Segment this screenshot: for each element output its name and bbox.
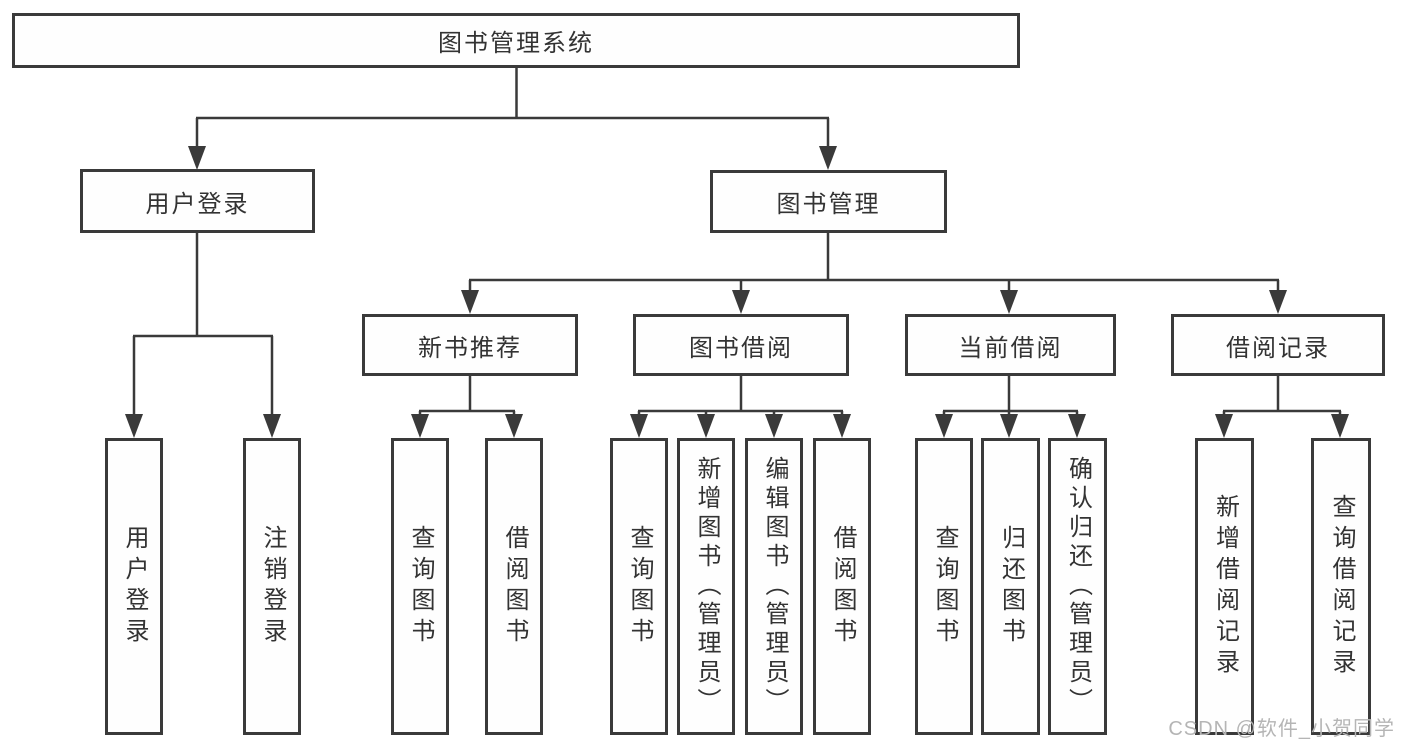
- arrowhead: [263, 414, 281, 438]
- leaf-borrow-book-2-label: 借阅图书: [829, 524, 856, 649]
- leaf-confirm-return-admin-label: 确认归还（管理员）: [1064, 456, 1092, 717]
- leaf-return-book-label: 归还图书: [997, 524, 1025, 649]
- arrowhead: [1068, 414, 1086, 438]
- leaf-logout: 注销登录: [243, 438, 301, 735]
- leaf-search-book-3: 查询图书: [915, 438, 973, 735]
- leaf-user-login: 用户登录: [105, 438, 163, 735]
- arrowhead: [461, 290, 479, 314]
- node-borrow-records: 借阅记录: [1171, 314, 1385, 376]
- leaf-add-borrow-record: 新增借阅记录: [1195, 438, 1254, 735]
- leaf-edit-book-admin-label: 编辑图书（管理员）: [761, 456, 788, 717]
- arrowhead: [188, 146, 206, 170]
- arrowhead: [1215, 414, 1233, 438]
- arrowhead: [1269, 290, 1287, 314]
- arrowhead: [935, 414, 953, 438]
- leaf-search-book-2: 查询图书: [610, 438, 668, 735]
- leaf-borrow-book-2: 借阅图书: [813, 438, 871, 735]
- leaf-search-book-2-label: 查询图书: [626, 524, 653, 649]
- leaf-return-book: 归还图书: [981, 438, 1040, 735]
- leaf-borrow-book-1: 借阅图书: [485, 438, 543, 735]
- node-book-management-label: 图书管理: [776, 191, 881, 218]
- leaf-edit-book-admin: 编辑图书（管理员）: [745, 438, 803, 735]
- leaf-user-login-label: 用户登录: [121, 524, 148, 649]
- node-book-management: 图书管理: [710, 170, 947, 233]
- node-book-borrow: 图书借阅: [633, 314, 849, 376]
- arrowheads: [125, 146, 1349, 438]
- leaf-search-book-1: 查询图书: [391, 438, 449, 735]
- leaf-search-borrow-record-label: 查询借阅记录: [1328, 493, 1355, 680]
- node-borrow-records-label: 借阅记录: [1226, 334, 1330, 362]
- arrowhead: [505, 414, 523, 438]
- arrowhead: [1000, 290, 1018, 314]
- leaf-add-book-admin-label: 新增图书（管理员）: [693, 456, 720, 717]
- node-current-borrow: 当前借阅: [905, 314, 1116, 376]
- watermark-text: CSDN @软件_小贺同学: [1168, 718, 1395, 740]
- node-book-borrow-label: 图书借阅: [689, 334, 793, 362]
- arrowhead: [411, 414, 429, 438]
- node-root-label: 图书管理系统: [438, 30, 594, 57]
- arrowhead: [630, 414, 648, 438]
- leaf-search-book-3-label: 查询图书: [931, 524, 958, 649]
- arrowhead: [697, 414, 715, 438]
- node-new-book-recommend-label: 新书推荐: [418, 334, 522, 362]
- leaf-search-borrow-record: 查询借阅记录: [1311, 438, 1371, 735]
- leaf-borrow-book-1-label: 借阅图书: [501, 524, 528, 649]
- node-root: 图书管理系统: [12, 13, 1020, 68]
- leaf-add-book-admin: 新增图书（管理员）: [677, 438, 735, 735]
- arrowhead: [833, 414, 851, 438]
- arrowhead: [1000, 414, 1018, 438]
- arrowhead: [819, 146, 837, 170]
- arrowhead: [732, 290, 750, 314]
- leaf-add-borrow-record-label: 新增借阅记录: [1211, 493, 1239, 680]
- arrowhead: [125, 414, 143, 438]
- leaf-confirm-return-admin: 确认归还（管理员）: [1048, 438, 1107, 735]
- arrowhead: [1331, 414, 1349, 438]
- node-new-book-recommend: 新书推荐: [362, 314, 578, 376]
- leaf-logout-label: 注销登录: [259, 524, 286, 649]
- node-current-borrow-label: 当前借阅: [958, 334, 1063, 362]
- leaf-search-book-1-label: 查询图书: [407, 524, 434, 649]
- arrowhead: [765, 414, 783, 438]
- node-user-login-label: 用户登录: [145, 190, 250, 218]
- node-user-login: 用户登录: [80, 169, 315, 233]
